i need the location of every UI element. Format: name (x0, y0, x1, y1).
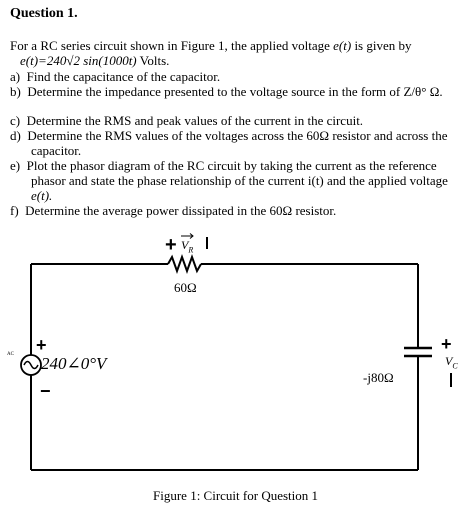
resistor (167, 254, 202, 274)
vc-minus (450, 373, 452, 387)
item-d-cont: capacitor. (31, 143, 82, 158)
item-d: d) Determine the RMS values of the volta… (10, 128, 448, 143)
item-c: c) Determine the RMS and peak values of … (10, 113, 364, 128)
item-a: a) Find the capacitance of the capacitor… (10, 69, 221, 84)
item-e-cont: phasor and state the phase relationship … (31, 173, 448, 188)
vr-plus: + (165, 234, 177, 256)
item-e: e) Plot the phasor diagram of the RC cir… (10, 158, 437, 173)
ac-source (20, 354, 42, 376)
source-minus: − (40, 381, 51, 401)
question-intro: For a RC series circuit shown in Figure … (10, 38, 412, 53)
source-label: 240∠0°V (41, 354, 107, 373)
vr-label: VR (181, 238, 194, 255)
resistor-label: 60Ω (174, 280, 197, 295)
sine-icon (23, 360, 39, 370)
vc-label: VC (445, 354, 458, 371)
item-f: f) Determine the average power dissipate… (10, 203, 337, 218)
capacitor-label: -j80Ω (363, 370, 394, 385)
vr-minus (206, 237, 208, 249)
vr-arrowhead (189, 233, 194, 239)
voltage-equation: e(t)=240√2 sin(1000t) Volts. (20, 53, 170, 68)
item-e-cont2: e(t). (31, 188, 53, 203)
source-plus: + (36, 335, 47, 355)
question-title: Question 1. (10, 6, 78, 21)
figure-caption: Figure 1: Circuit for Question 1 (153, 488, 319, 503)
source-tag: AC (7, 352, 14, 357)
item-b: b) Determine the impedance presented to … (10, 84, 443, 99)
vc-plus: + (441, 334, 452, 354)
